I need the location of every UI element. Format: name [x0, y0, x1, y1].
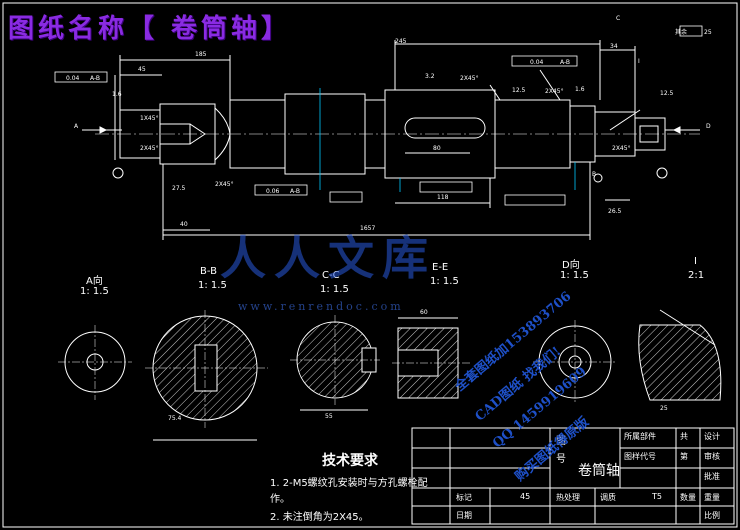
a-view-label: A向 [86, 276, 103, 287]
a-view [58, 325, 132, 400]
d-view [533, 320, 617, 404]
dim-80: 80 [433, 145, 441, 152]
main-shaft-view [95, 40, 700, 240]
rough-12-5-b: 12.5 [660, 90, 674, 97]
watermark-brand: 人人文库 [220, 231, 436, 285]
tol-value-3: 0.06 [266, 188, 280, 195]
chamfer-3: 2X45° [460, 75, 479, 82]
section-mark-i: I [638, 58, 640, 65]
dim-26-5: 26.5 [608, 208, 622, 215]
chamfer-2: 2X45° [140, 145, 159, 152]
section-mark-b: B [592, 171, 596, 178]
cc-view-scale: 1: 1.5 [320, 284, 349, 295]
tb-drawn-label: 设计 [704, 432, 720, 441]
a-view-scale: 1: 1.5 [80, 286, 109, 297]
title-block [411, 427, 735, 525]
accent-callouts [319, 88, 576, 192]
dim-55: 55 [325, 413, 333, 420]
tb-blank: T5 [652, 492, 662, 501]
tolerance-frames [54, 25, 703, 206]
tb-sub-label: 热处理 [556, 493, 580, 502]
d-view-label: D向 [562, 260, 580, 271]
chamfer-4: 2X45° [545, 88, 564, 95]
roughness-rest-value: 25 [704, 29, 712, 36]
dim-27-5: 27.5 [172, 185, 186, 192]
tb-sheet2-label: 第 [680, 452, 688, 461]
dim-34: 34 [610, 43, 618, 50]
ee-view-label: E-E [432, 262, 449, 273]
tb-date-label: 日期 [456, 511, 472, 520]
tech-line-1: 1. 2-M5螺纹孔安装时与方孔螺栓配 [270, 478, 428, 489]
tb-sign-label: 标记 [456, 493, 472, 502]
bb-section [145, 310, 268, 441]
dim-185: 185 [195, 51, 207, 58]
cc-section [290, 315, 380, 411]
bb-view-label: B-B [200, 266, 217, 277]
i-view-scale: 2:1 [688, 270, 705, 281]
tb-weight-label: 重量 [704, 493, 720, 502]
rough-12-5-a: 12.5 [512, 87, 526, 94]
tb-qty-label: 数量 [680, 493, 696, 502]
tb-check-label: 审核 [704, 452, 720, 461]
ee-section [392, 317, 470, 399]
tb-material-label: 所属部件 [624, 432, 656, 441]
tech-line-3: 2. 未注倒角为2X45。 [270, 512, 369, 523]
roughness-rest-label: 其余 [675, 28, 687, 36]
bb-view-scale: 1: 1.5 [198, 280, 227, 291]
tb-scale-label: 比例 [704, 511, 720, 520]
tb-no-label: 号 [556, 454, 566, 465]
tb-drawing-no-label: 图样代号 [624, 452, 656, 461]
tb-sub-value: 调质 [600, 493, 616, 502]
ee-view-scale: 1: 1.5 [430, 276, 459, 287]
section-mark-a: A [74, 123, 79, 130]
rough-1-6-b: 1.6 [575, 86, 585, 93]
tb-sheet-label: 共 [680, 432, 688, 441]
section-mark-c: C [616, 15, 620, 22]
dim-60: 60 [420, 309, 428, 316]
chamfer-5: 2X45° [612, 145, 631, 152]
drawing-title-banner: 图纸名称【 卷筒轴】 [8, 14, 292, 44]
dim-overall: 1657 [360, 225, 375, 232]
rough-1-6-a: 1.6 [112, 91, 122, 98]
watermark-site: www.renrendoc.com [238, 300, 404, 313]
part-name: 卷筒轴 [578, 463, 620, 479]
tol-ref-2: A-B [560, 59, 570, 66]
chamfer-6: 2X45° [215, 181, 234, 188]
tech-line-2: 作。 [270, 494, 290, 505]
dim-25: 25 [660, 405, 668, 412]
tb-material-value: 45 [520, 492, 531, 501]
tol-ref-1: A-B [90, 75, 100, 82]
section-mark-d: D [706, 123, 711, 130]
section-arrows [82, 126, 700, 183]
tb-fig-label: 图 [556, 436, 566, 447]
chamfer-1: 1X45° [140, 115, 159, 122]
i-detail [638, 309, 722, 401]
i-view-label: I [694, 256, 697, 267]
rough-3-2: 3.2 [425, 73, 435, 80]
dim-40: 40 [180, 221, 188, 228]
dim-75: 75.4 [168, 415, 182, 422]
d-view-scale: 1: 1.5 [560, 270, 589, 281]
dim-245: 245 [395, 38, 407, 45]
tb-approve-label: 批准 [704, 472, 720, 481]
tech-requirements-heading: 技术要求 [322, 453, 378, 469]
tol-value-1: 0.04 [66, 75, 80, 82]
tol-ref-3: A-B [290, 188, 300, 195]
dim-45: 45 [138, 66, 146, 73]
dim-118: 118 [437, 194, 449, 201]
cc-view-label: C-C [322, 270, 340, 281]
tol-value-2: 0.04 [530, 59, 544, 66]
